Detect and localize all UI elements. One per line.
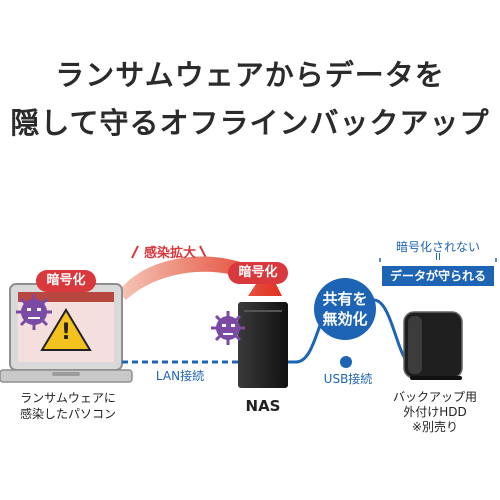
data-protected-tag: データが守られる: [382, 266, 494, 286]
virus-icon-pc: [16, 294, 52, 330]
headline-line-2: 隠して守るオフラインバックアップ: [10, 106, 490, 140]
not-encrypted-text: 暗号化されない: [395, 240, 480, 254]
hdd-caption-line-2: 外付けHDD: [403, 405, 467, 419]
virus-icon-nas: [211, 311, 245, 345]
hdd-caption: バックアップ用 外付けHDD ※別売り: [380, 390, 490, 435]
equals-mark: II: [435, 252, 441, 263]
pc-caption: ランサムウェアに 感染したパソコン: [4, 390, 132, 422]
lan-label: LAN接続: [155, 369, 205, 383]
hdd-caption-line-1: バックアップ用: [392, 390, 477, 404]
warning-mark: !: [60, 320, 72, 345]
external-hdd: [403, 311, 463, 380]
share-disable-line-1: 共有を: [322, 290, 368, 308]
share-disable-badge: 共有を 無効化: [314, 278, 376, 340]
spread-label: 感染拡大: [143, 246, 196, 261]
headline-line-1: ランサムウェアからデータを: [55, 58, 445, 92]
encrypt-tag-pc: 暗号化: [36, 270, 96, 292]
nas-device: [238, 302, 288, 388]
warning-icon: [40, 308, 92, 351]
hdd-caption-line-3: ※別売り: [411, 420, 459, 434]
encrypt-tag-nas: 暗号化: [228, 262, 288, 284]
usb-label: USB接続: [323, 372, 373, 386]
pc-caption-line-1: ランサムウェアに: [20, 391, 116, 405]
spread-label-brackets: [131, 245, 207, 259]
share-disable-line-2: 無効化: [322, 310, 368, 328]
protected-bracket: [379, 258, 497, 262]
usb-cutoff-dot: [340, 356, 352, 368]
pc-caption-line-2: 感染したパソコン: [19, 407, 116, 421]
nas-label: NAS: [245, 397, 281, 415]
